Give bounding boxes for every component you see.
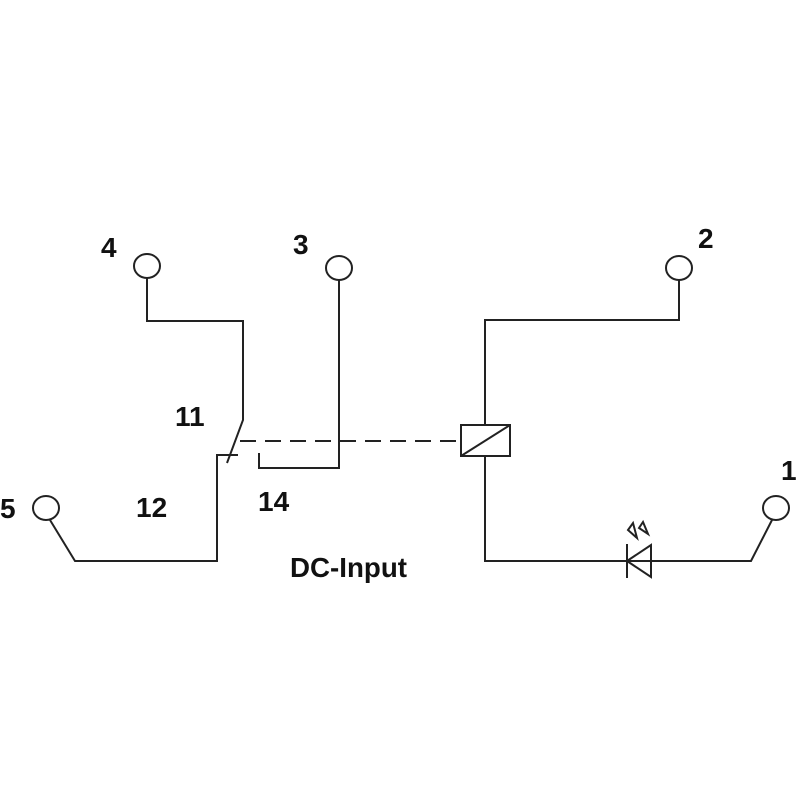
- wire-coil-1: [484, 456, 773, 562]
- relay-coil: [460, 424, 511, 457]
- contact-14-label: 14: [258, 486, 290, 517]
- coil-rect: [460, 424, 511, 457]
- terminal-2-label: 2: [698, 223, 714, 254]
- wires: [49, 278, 773, 562]
- terminal-3-circle: [325, 255, 353, 281]
- wire-4-switch-blade: [146, 278, 244, 464]
- light-arrow-2: [637, 519, 651, 537]
- terminal-4-label: 4: [101, 232, 117, 263]
- terminal-1-label: 1: [781, 455, 797, 486]
- wire-3-contact-14: [258, 280, 340, 469]
- terminal-3-label: 3: [293, 229, 309, 260]
- wire-5-contact-12: [49, 454, 238, 562]
- labels: 4 3 2 1 5 11 12 14 DC-Input: [0, 223, 797, 583]
- led-diode-icon: [625, 519, 652, 579]
- terminal-5-label: 5: [0, 493, 16, 524]
- contact-11-label: 11: [175, 401, 205, 432]
- terminal-2-circle: [665, 255, 693, 281]
- terminal-1-circle: [762, 495, 790, 521]
- terminal-5-circle: [32, 495, 60, 521]
- light-arrow-1: [626, 520, 639, 541]
- contact-12-label: 12: [136, 492, 167, 523]
- terminal-4-circle: [133, 253, 161, 279]
- wire-2-coil: [484, 280, 680, 425]
- diagram-title: DC-Input: [290, 552, 407, 583]
